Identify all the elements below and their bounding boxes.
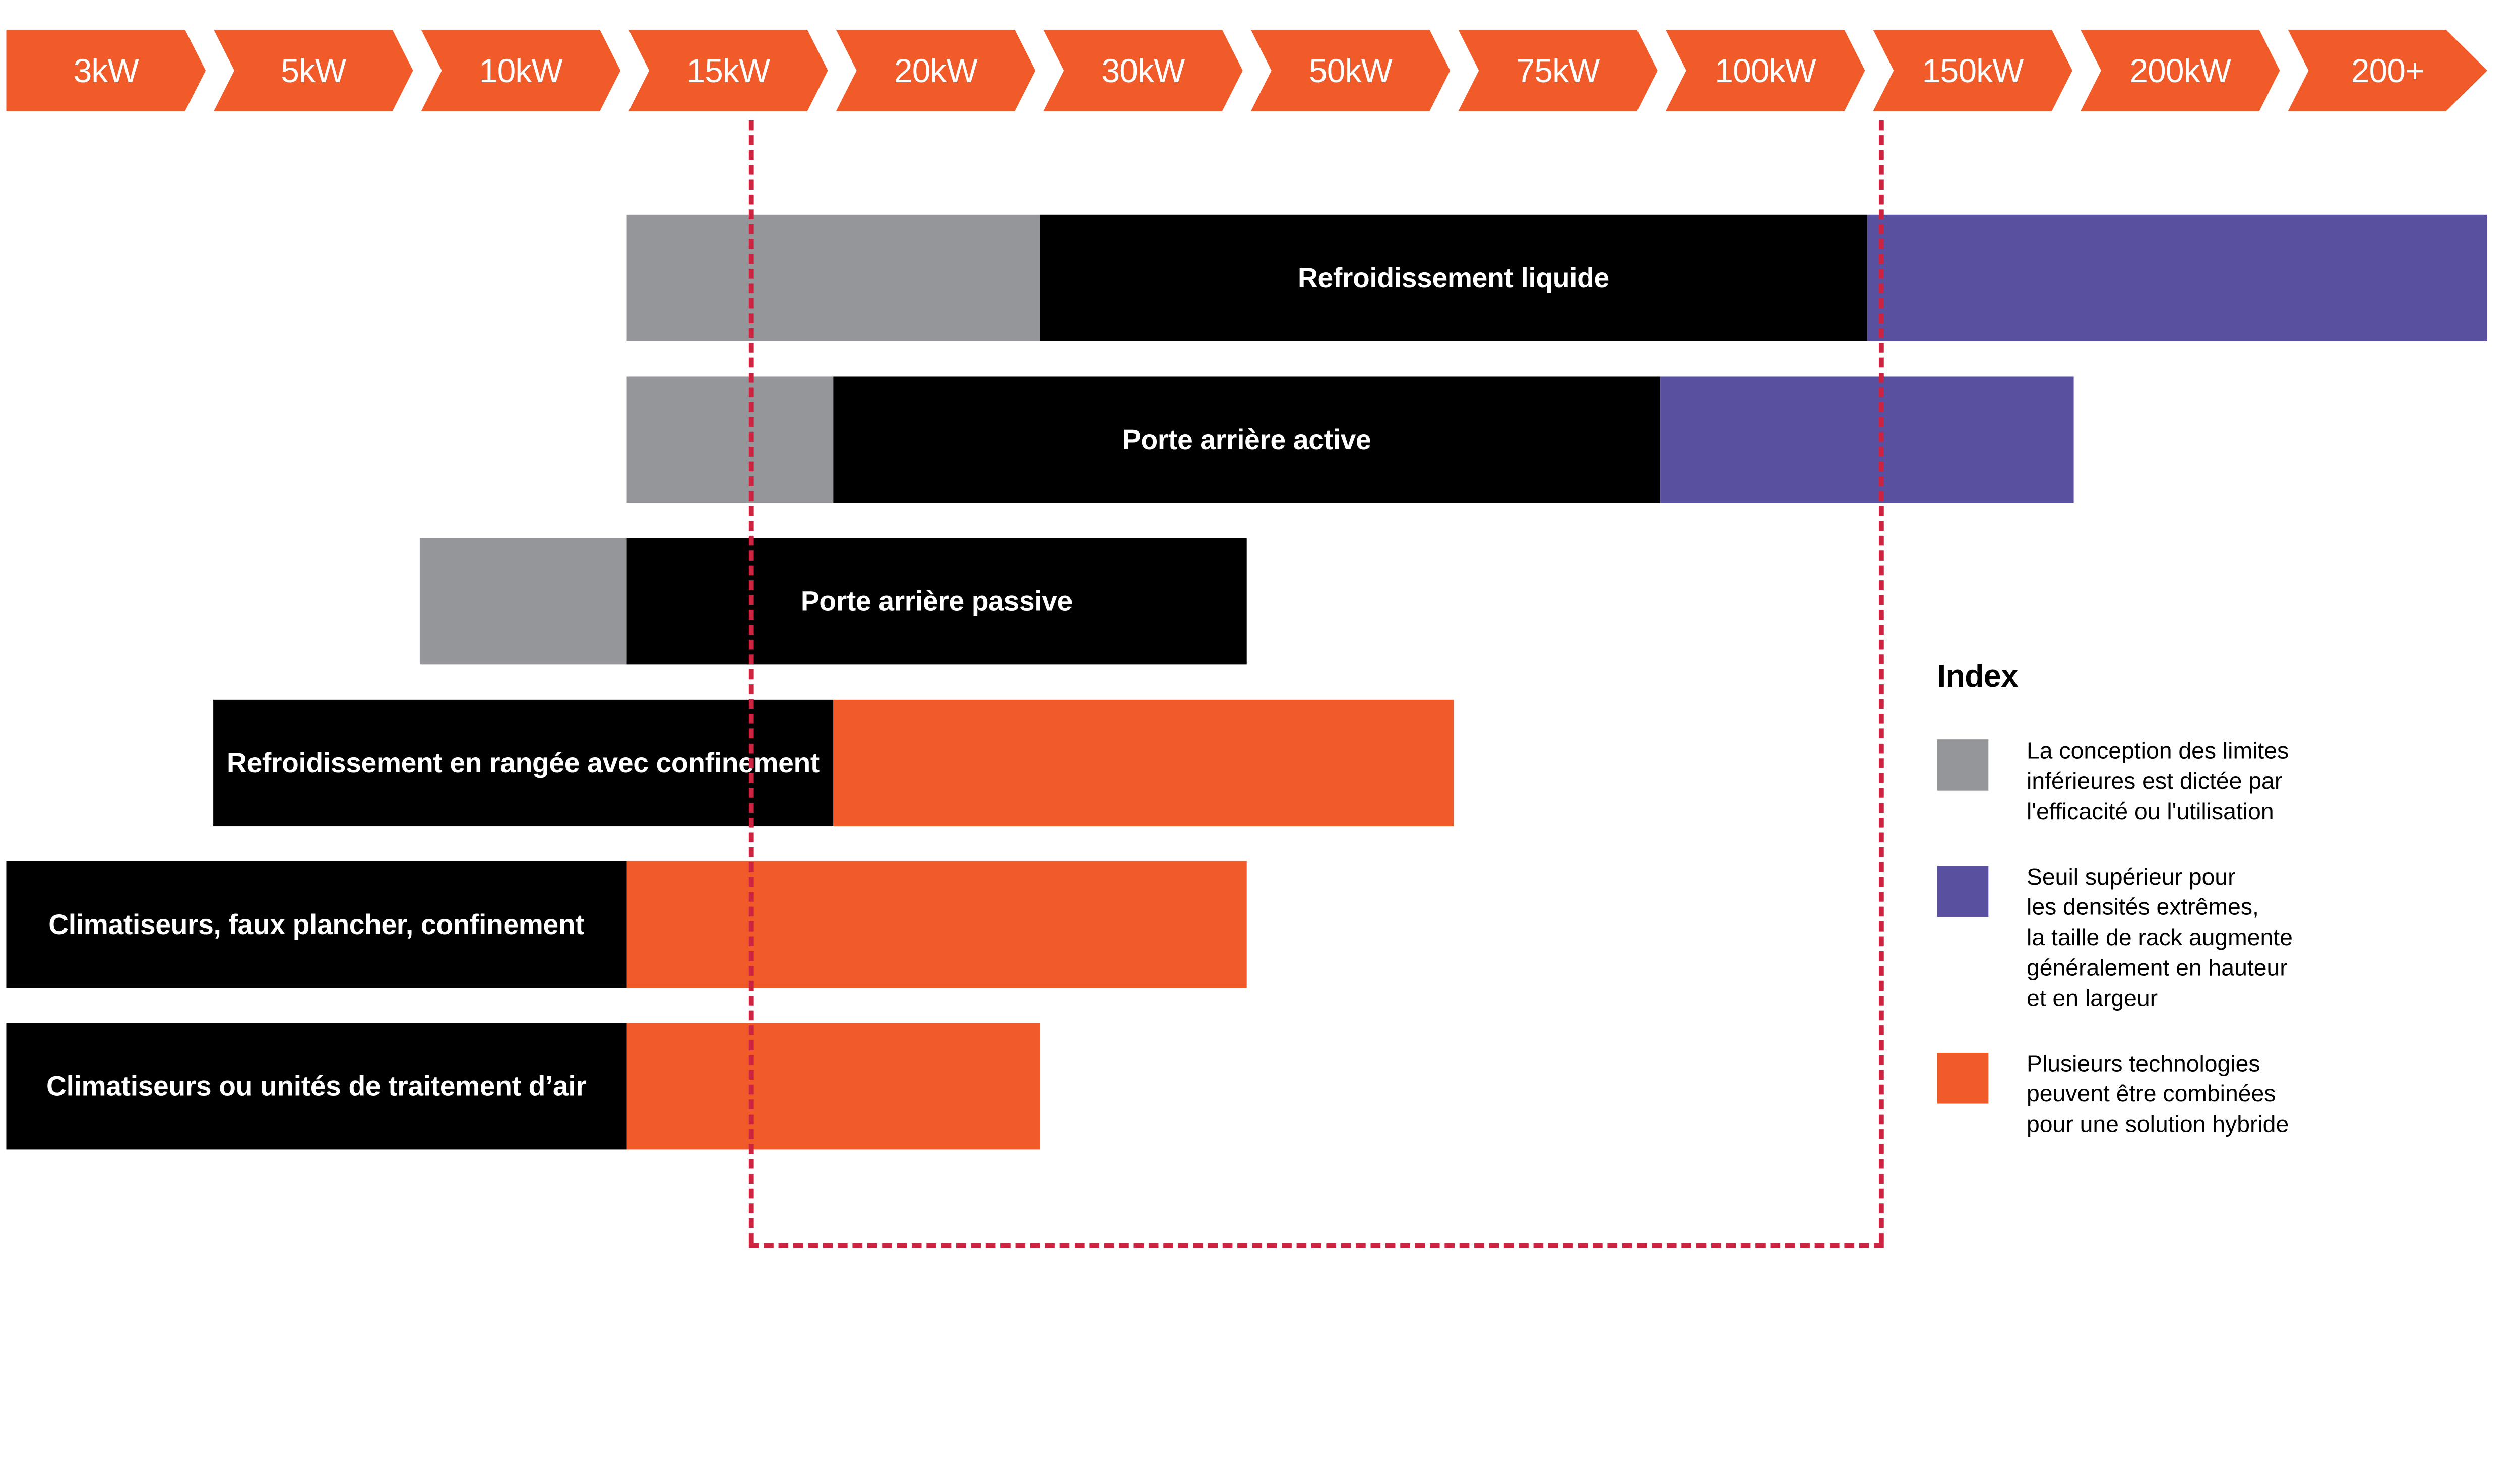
bar-segment-purple	[1660, 376, 2074, 503]
legend-swatch-gray	[1937, 739, 1989, 791]
scale-step-label: 15kW	[686, 51, 770, 89]
scale-step-label: 20kW	[894, 51, 977, 89]
scale-step-label: 200+	[2351, 51, 2424, 89]
bar-row[interactable]: Refroidissement liquide	[626, 214, 2487, 341]
scale-step-10kw[interactable]: 10kW	[421, 30, 621, 111]
bar-row[interactable]: Porte arrière passive	[419, 538, 1247, 665]
scale-step-75kw[interactable]: 75kW	[1458, 30, 1658, 111]
reference-line-150kw	[1878, 120, 1884, 1243]
scale-step-label: 100kW	[1715, 51, 1816, 89]
legend-item: Plusieurs technologies peuvent être comb…	[1937, 1051, 2494, 1140]
bar-segment-orange	[833, 699, 1454, 827]
reference-line-15kw	[748, 120, 754, 1243]
bar-segment-black: Climatiseurs ou unités de traitement d’a…	[6, 1023, 627, 1150]
scale-step-150kw[interactable]: 150kW	[1873, 30, 2072, 111]
bar-segment-orange	[626, 861, 1247, 988]
bar-segment-purple	[1867, 214, 2487, 341]
legend-text: La conception des limites inférieures es…	[2027, 737, 2289, 825]
bar-row[interactable]: Refroidissement en rangée avec confineme…	[213, 699, 1454, 827]
bar-label: Porte arrière passive	[800, 586, 1073, 617]
scale-step-3kw[interactable]: 3kW	[6, 30, 206, 111]
bar-segment-black: Refroidissement en rangée avec confineme…	[213, 699, 834, 827]
scale-step-label: 50kW	[1309, 51, 1392, 89]
bar-segment-gray	[626, 214, 1040, 341]
legend-swatch-orange	[1937, 1052, 1989, 1104]
bar-row[interactable]: Porte arrière active	[626, 376, 2074, 503]
scale-step-200kw[interactable]: 200kW	[2081, 30, 2280, 111]
bar-segment-black: Porte arrière active	[833, 376, 1661, 503]
scale-step-200plus[interactable]: 200+	[2288, 30, 2487, 111]
scale-step-label: 5kW	[281, 51, 346, 89]
bar-label: Porte arrière active	[1122, 424, 1371, 455]
scale-step-label: 10kW	[479, 51, 562, 89]
bar-label: Climatiseurs ou unités de traitement d’a…	[46, 1071, 587, 1102]
legend: Index La conception des limites inférieu…	[1937, 658, 2494, 1179]
legend-title: Index	[1937, 658, 2019, 694]
bar-segment-black: Refroidissement liquide	[1040, 214, 1867, 341]
bar-segment-gray	[419, 538, 627, 665]
power-scale-chevrons: 3kW 5kW 10kW 15kW 20kW 30kW 50kW 75kW 100kW 150kW…	[6, 30, 2487, 111]
legend-text: Seuil supérieur pour les densités extrêm…	[2027, 864, 2293, 1012]
reference-line-bottom	[748, 1243, 1884, 1248]
scale-step-50kw[interactable]: 50kW	[1251, 30, 1451, 111]
bar-segment-gray	[626, 376, 834, 503]
legend-item: La conception des limites inférieures es…	[1937, 737, 2494, 827]
scale-step-label: 30kW	[1101, 51, 1185, 89]
bar-label: Refroidissement en rangée avec confineme…	[227, 747, 820, 779]
bar-row[interactable]: Climatiseurs, faux plancher, confinement	[6, 861, 1247, 988]
bar-segment-black: Porte arrière passive	[626, 538, 1247, 665]
scale-step-label: 3kW	[73, 51, 139, 89]
legend-item: Seuil supérieur pour les densités extrêm…	[1937, 864, 2494, 1014]
scale-step-label: 75kW	[1516, 51, 1600, 89]
scale-step-100kw[interactable]: 100kW	[1666, 30, 1865, 111]
bar-segment-orange	[626, 1023, 1040, 1150]
legend-items: La conception des limites inférieures es…	[1937, 737, 2494, 1140]
bar-row[interactable]: Climatiseurs ou unités de traitement d’a…	[6, 1023, 1040, 1150]
bar-label: Refroidissement liquide	[1297, 262, 1609, 294]
scale-step-20kw[interactable]: 20kW	[836, 30, 1036, 111]
bar-segment-black: Climatiseurs, faux plancher, confinement	[6, 861, 627, 988]
legend-swatch-purple	[1937, 866, 1989, 917]
bar-label: Climatiseurs, faux plancher, confinement	[48, 909, 585, 940]
scale-step-5kw[interactable]: 5kW	[214, 30, 413, 111]
scale-step-15kw[interactable]: 15kW	[628, 30, 828, 111]
scale-step-label: 200kW	[2129, 51, 2231, 89]
legend-text: Plusieurs technologies peuvent être comb…	[2027, 1051, 2289, 1138]
scale-step-label: 150kW	[1922, 51, 2024, 89]
infographic-canvas: 3kW 5kW 10kW 15kW 20kW 30kW 50kW 75kW 100kW 150kW…	[6, 29, 2494, 1248]
scale-step-30kw[interactable]: 30kW	[1043, 30, 1243, 111]
